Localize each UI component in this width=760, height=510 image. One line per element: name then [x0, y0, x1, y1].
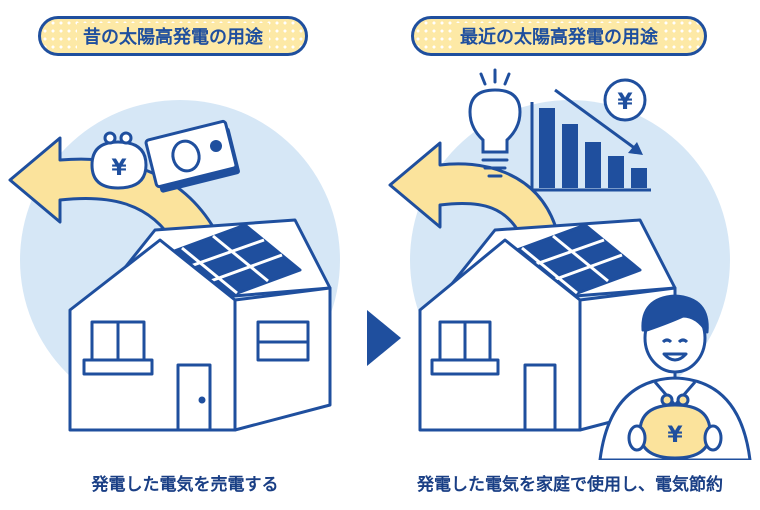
decreasing-bar-chart-icon — [530, 88, 651, 192]
banknote-icon — [144, 119, 240, 193]
person-with-purse: ¥ — [598, 294, 752, 460]
right-use-arrow — [388, 141, 557, 247]
lightbulb-icon — [468, 68, 522, 178]
right-house — [418, 218, 677, 432]
right-panel: 最近の太陽高発電の用途 ¥ — [385, 0, 755, 510]
yen-coin-icon: ¥ — [603, 78, 647, 122]
right-caption: 発電した電気を家庭で使用し、電気節約 — [417, 475, 723, 495]
transition-arrow-icon — [367, 310, 401, 366]
left-title-badge: 昔の太陽高発電の用途 — [38, 16, 308, 56]
purse-yen-text: ¥ — [111, 156, 127, 181]
purse-icon: ¥ — [90, 131, 148, 190]
left-panel: 昔の太陽高発電の用途 ¥ — [0, 0, 370, 510]
right-title: 最近の太陽高発電の用途 — [454, 23, 664, 49]
left-title: 昔の太陽高発電の用途 — [77, 23, 269, 49]
purse-yen-text-right: ¥ — [667, 423, 683, 448]
left-house — [68, 218, 332, 432]
right-title-badge: 最近の太陽高発電の用途 — [411, 16, 707, 56]
left-caption: 発電した電気を売電する — [91, 475, 279, 495]
left-illustration: ¥ — [8, 100, 340, 432]
coin-yen-text: ¥ — [617, 90, 633, 115]
right-illustration: ¥ — [388, 68, 752, 460]
